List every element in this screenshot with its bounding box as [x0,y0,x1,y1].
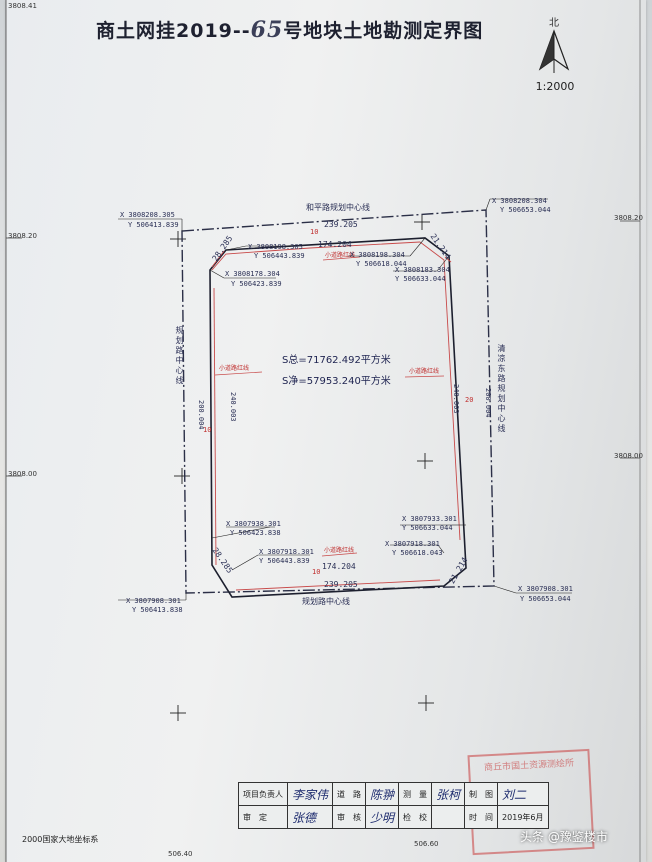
road-red-lines [211,241,461,591]
inner-parcel-boundary [209,237,467,598]
watermark: 头条 @豫鉴楼市 [520,830,608,844]
title-handwritten-number: 65 [250,17,284,43]
grid-label-left-1: 3808.20 [8,232,37,240]
road-label-bottom: 规划路中心线 [302,597,350,606]
coord-br-b-y: Y 506618.043 [392,549,443,557]
north-arrow-icon [538,29,570,73]
label-project-lead: 项目负责人 [238,782,288,806]
dim-outer-bottom: 239.205 [324,580,358,589]
sig-road: 陈翀 [365,782,400,806]
label-audit: 审 核 [332,805,367,829]
north-arrow: 北 1:2000 [524,14,584,94]
grid-label-bottom-2: 506.60 [414,840,439,848]
coord-tr-b-x: X 3808183.304 [395,266,450,274]
road-label-right: 清凉东路规划中心线 [497,344,506,434]
coord-outer-tr-x: X 3808208.304 [492,197,547,205]
coordinate-system-label: 2000国家大地坐标系 [22,835,99,844]
dim-inner-right: 200.004 [484,388,492,418]
dim-outer-top: 239.205 [324,220,358,229]
page-title: 商土网挂2019--65号地块土地勘测定界图 [96,16,482,43]
coord-outer-tl-x: X 3808208.305 [120,211,175,219]
coord-tl-b-x: X 3808178.304 [225,270,280,278]
road-label-left: 规划路中心线 [175,326,184,386]
coord-tr-a-y: Y 506618.044 [356,260,407,268]
dim-setback-left: 10 [203,426,212,434]
time-value: 2019年6月 [497,805,549,829]
label-survey: 测 量 [398,782,433,806]
title-prefix: 商土网挂2019-- [96,20,251,42]
north-label: 北 [549,18,559,29]
stamp-text: 商丘市国土资源测绘所 [483,758,575,774]
coord-outer-bl-y: Y 506413.838 [132,606,183,614]
sig-review: 张德 [286,805,334,829]
red-line-label-left: 小道路红线 [219,365,250,372]
dim-setback-top: 10 [310,228,319,236]
coord-bl-a-x: X 3807938.301 [226,520,281,528]
red-line-label-right: 小道路红线 [409,368,440,375]
coordinate-leaders [118,198,572,601]
grid-label-right-1: 3808.20 [614,214,643,222]
grid-label-corner: 3808.41 [8,2,37,10]
sig-audit: 少明 [365,805,400,829]
coord-tl-b-y: Y 506423.839 [231,280,282,288]
coord-bl-a-y: Y 506423.838 [230,529,281,537]
coord-br-b-x: X 3807918.301 [385,540,440,548]
dim-outer-right: 240.003 [452,384,460,414]
label-check: 检 校 [398,805,433,829]
label-draw: 制 图 [464,782,499,806]
coord-tl-a-y: Y 506443.839 [254,252,305,260]
coord-bl-b-y: Y 506443.839 [259,557,310,565]
dim-setback-bottom: 10 [312,568,321,576]
red-leader-lines [214,256,445,557]
coord-outer-br-x: X 3807908.301 [518,585,573,593]
sig-draw: 刘二 [497,782,549,806]
label-review: 审 定 [238,805,288,829]
dim-setback-right: 20 [465,396,474,404]
sig-project-lead: 李家伟 [286,782,334,806]
coord-br-a-x: X 3807933.301 [402,515,457,523]
coord-bl-b-x: X 3807918.301 [259,548,314,556]
coord-br-a-y: Y 506633.044 [402,524,453,532]
title-suffix: 号地块土地勘测定界图 [283,20,484,42]
coord-tr-b-y: Y 506633.044 [395,275,446,283]
area-net: S净=57953.240平方米 [282,376,391,387]
road-label-top: 和平路规划中心线 [306,203,370,212]
red-line-label-top: 小道路红线 [325,252,356,259]
coord-tl-a-x: X 3808198.305 [248,243,303,251]
scale-label: 1:2000 [535,80,575,93]
coord-outer-tr-y: Y 506653.044 [500,206,551,214]
dim-inner-bottom: 174.204 [322,562,356,571]
coord-outer-bl-x: X 3807908.301 [126,597,181,605]
coord-tr-a-x: X 3808198.304 [350,251,405,259]
area-total: S总=71762.492平方米 [282,355,391,366]
label-road: 道 路 [332,782,367,806]
sig-survey: 张柯 [431,782,466,806]
label-time: 时 间 [464,805,499,829]
coord-outer-br-y: Y 506653.044 [520,595,571,603]
dim-inner-left: 200.004 [197,400,205,430]
red-line-label-bottom: 小道路红线 [324,547,355,554]
signoff-table: 项目负责人 李家伟 道 路 陈翀 测 量 张柯 制 图 刘二 审 定 张德 审 … [238,782,549,829]
grid-crosses [170,214,434,721]
dim-inner-top: 174.204 [318,240,352,249]
grid-label-right-2: 3808.00 [614,452,643,460]
grid-label-bottom-1: 506.40 [168,850,193,858]
survey-sheet [6,0,646,862]
coord-outer-tl-y: Y 506413.839 [128,221,179,229]
grid-label-left-2: 3808.00 [8,470,37,478]
dim-outer-left: 240.003 [229,392,237,422]
